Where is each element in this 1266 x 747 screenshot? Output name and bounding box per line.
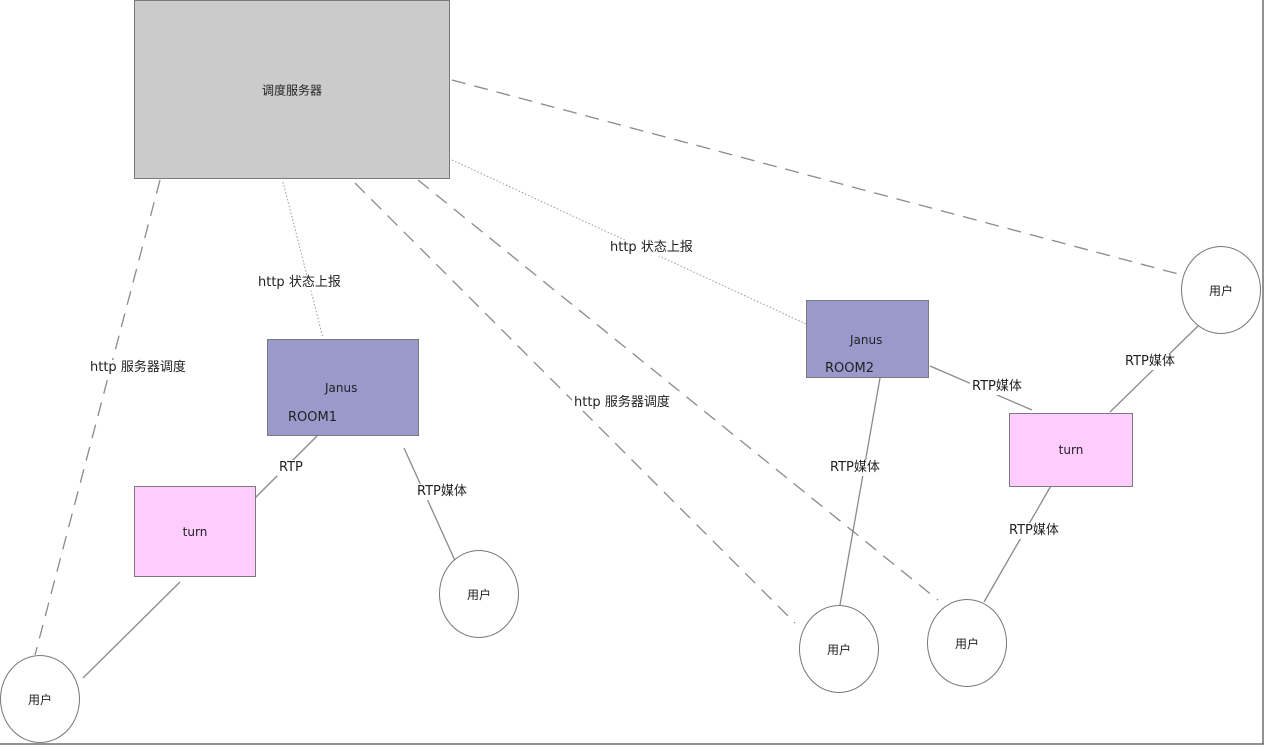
janus-room2-name: Janus (850, 333, 883, 347)
janus-room2-node: Janus ROOM2 (806, 300, 929, 378)
dispatch-server-node: 调度服务器 (134, 0, 450, 179)
edge-label-rtp-media-3: RTP媒体 (970, 379, 1024, 395)
turn2-label: turn (1058, 443, 1084, 457)
edge-label-status-report-1: http 状态上报 (256, 275, 343, 291)
janus-room2-room: ROOM2 (825, 361, 874, 376)
edge-label-rtp: RTP (277, 460, 305, 476)
edge-label-rtp-media-5: RTP媒体 (1007, 523, 1061, 539)
user5-node: 用户 (1181, 246, 1261, 334)
edge-turn1-user1 (82, 581, 181, 679)
user3-node: 用户 (799, 605, 879, 693)
edge-janus2-user3 (839, 377, 881, 606)
janus-room1-node: Janus ROOM1 (267, 339, 419, 436)
user4-node: 用户 (927, 599, 1007, 687)
edge-label-dispatch-1: http 服务器调度 (88, 360, 188, 376)
dispatch-server-label: 调度服务器 (261, 83, 322, 97)
user5-label: 用户 (1208, 283, 1233, 298)
turn1-label: turn (182, 524, 208, 539)
edge-server-user4 (417, 179, 939, 601)
edge-turn2-user4 (983, 483, 1053, 603)
edge-label-rtp-media-4: RTP媒体 (1123, 354, 1177, 370)
edge-janus1-user2 (403, 447, 463, 577)
turn2-node: turn (1009, 413, 1133, 487)
user2-label: 用户 (466, 587, 491, 602)
janus-room1-room: ROOM1 (288, 410, 337, 425)
edge-server-user5 (451, 79, 1183, 276)
edge-janus1-server (282, 181, 324, 339)
user3-label: 用户 (826, 642, 851, 657)
edge-label-rtp-media-2: RTP媒体 (828, 460, 882, 476)
edge-label-rtp-media-1: RTP媒体 (415, 484, 469, 500)
turn1-node: turn (134, 486, 256, 577)
edge-label-dispatch-2: http 服务器调度 (572, 395, 672, 411)
edge-label-status-report-2: http 状态上报 (608, 240, 695, 256)
user1-node: 用户 (0, 655, 80, 743)
user2-node: 用户 (439, 550, 519, 638)
user1-label: 用户 (27, 692, 52, 707)
edge-server-user1 (34, 179, 161, 656)
user4-label: 用户 (954, 636, 979, 651)
janus-room1-name: Janus (325, 381, 358, 395)
